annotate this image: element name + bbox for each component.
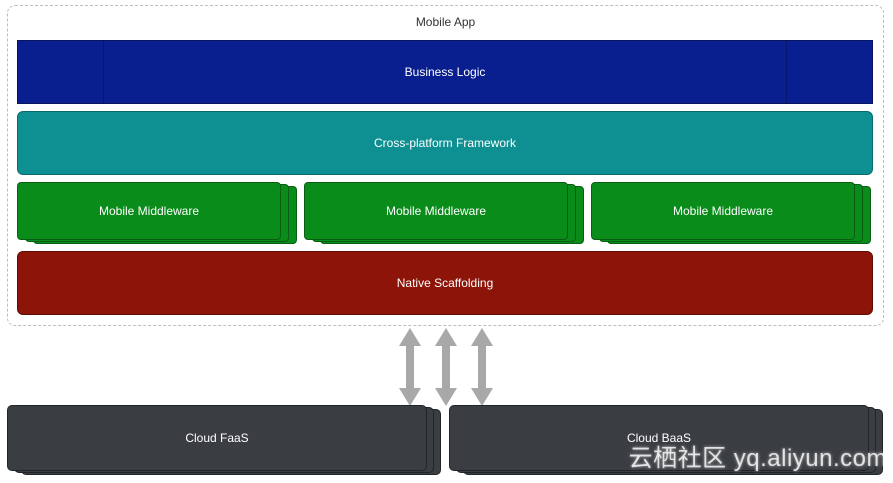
mobile-middleware-stack: Mobile Middleware [17, 182, 299, 244]
double-arrow-icon [471, 328, 493, 406]
cloud-baas-label: Cloud BaaS [626, 431, 692, 445]
mobile-middleware-card: Mobile Middleware [304, 182, 568, 240]
cloud-faas-label: Cloud FaaS [185, 431, 249, 445]
cross-platform-framework-label: Cross-platform Framework [373, 136, 517, 150]
business-logic-divider [103, 41, 104, 103]
double-arrow-icon [435, 328, 457, 406]
cloud-faas-card: Cloud FaaS [7, 405, 427, 471]
double-arrow-group [399, 328, 493, 406]
mobile-middleware-label: Mobile Middleware [98, 204, 200, 218]
mobile-app-container: Mobile App [7, 5, 884, 326]
native-scaffolding-label: Native Scaffolding [396, 276, 494, 290]
mobile-middleware-card: Mobile Middleware [591, 182, 855, 240]
cloud-baas-stack: Cloud BaaS [449, 405, 885, 475]
business-logic-label: Business Logic [404, 65, 486, 79]
mobile-middleware-label: Mobile Middleware [672, 204, 774, 218]
watermark: 云栖社区 yq.aliyun.com [628, 445, 887, 472]
mobile-middleware-stack: Mobile Middleware [591, 182, 873, 244]
mobile-middleware-stack: Mobile Middleware [304, 182, 586, 244]
cloud-baas-card: Cloud BaaS [449, 405, 869, 471]
business-logic-divider [786, 41, 787, 103]
mobile-middleware-card: Mobile Middleware [17, 182, 281, 240]
mobile-app-title: Mobile App [415, 15, 476, 29]
native-scaffolding-layer: Native Scaffolding [17, 251, 873, 315]
cross-platform-framework-layer: Cross-platform Framework [17, 111, 873, 175]
business-logic-layer: Business Logic [17, 40, 873, 104]
double-arrow-icon [399, 328, 421, 406]
mobile-middleware-label: Mobile Middleware [385, 204, 487, 218]
cloud-faas-stack: Cloud FaaS [7, 405, 443, 475]
